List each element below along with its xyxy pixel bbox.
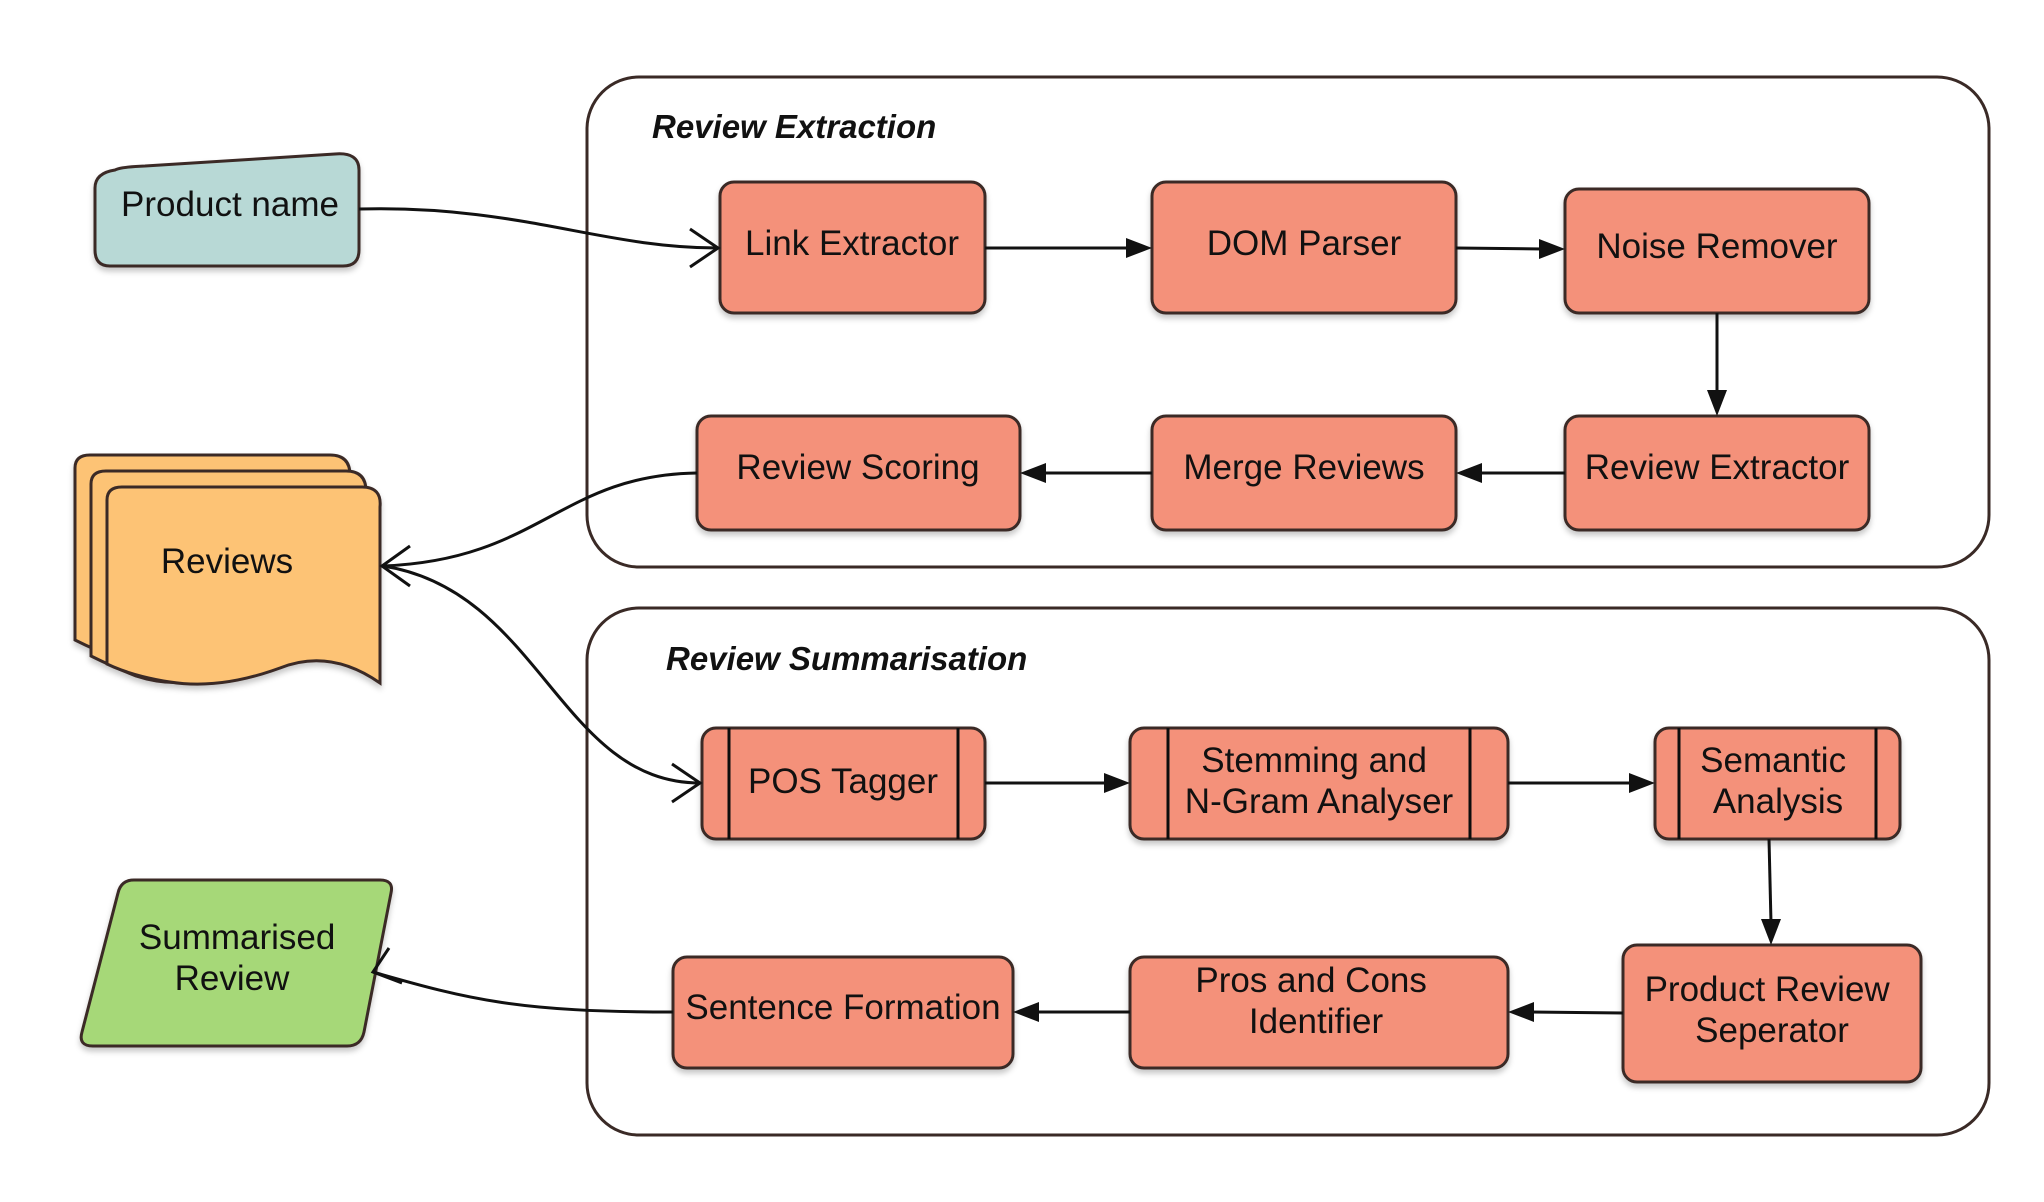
semantic-analysis-label: Semantic Analysis [1700,741,1856,821]
dom-parser-box [1150,180,1458,315]
stemming-ngram-label: Stemming and N-Gram Analyser [1185,741,1454,821]
edge-semantic-to-separator [1767,838,1773,924]
arrowhead-scoring [1020,463,1046,483]
product-name-label: Product name [121,185,339,224]
connectors [358,207,1781,1022]
link-extractor-label: Link Extractor [745,224,959,263]
review-scoring-label: Review Scoring [736,448,979,487]
reviews-document-stack [73,453,382,686]
arrowhead-stemming [1104,773,1130,793]
review-summarisation-group [585,606,1991,1137]
review-extraction-group [585,75,1991,569]
semantic-analysis-box [1653,726,1902,841]
arrowhead-extractor [1707,390,1727,416]
edge-reviews-to-pos [382,564,701,785]
pros-cons-identifier-label: Pros and Cons Identifier [1195,961,1436,1041]
sentence-formation-label: Sentence Formation [685,988,1000,1027]
pos-tagger-label: POS Tagger [748,762,938,801]
edge-separator-to-proscons [1529,1010,1624,1015]
arrowhead-pos-open [671,762,703,804]
arrowhead-noise [1539,239,1565,259]
product-review-separator-box [1621,943,1923,1084]
arrowhead-dom [1126,238,1152,258]
arrowhead-proscons [1508,1002,1534,1022]
summarised-review-output-shape [79,878,393,1048]
review-extractor-label: Review Extractor [1585,448,1850,487]
arrowhead-sentence [1013,1002,1039,1022]
summarised-review-label: Summarised Review [139,918,345,998]
arrowhead-merge [1456,463,1482,483]
arrowhead-semantic [1629,773,1655,793]
arrowhead-summary-open [370,947,403,985]
dom-parser-label: DOM Parser [1207,224,1402,263]
edge-sentence-to-summary [372,970,674,1014]
arrowhead-reviews-open [379,544,411,588]
review-extraction-title: Review Extraction [652,108,936,145]
noise-remover-label: Noise Remover [1596,227,1838,266]
arrowhead-separator [1761,919,1781,945]
reviews-label: Reviews [161,542,293,581]
merge-reviews-label: Merge Reviews [1183,448,1424,487]
review-summarisation-title: Review Summarisation [666,640,1027,677]
product-review-separator-label: Product Review Seperator [1645,970,1900,1050]
edge-dom-to-noise [1455,246,1544,251]
product-name-input-shape [93,152,361,268]
edge-scoring-to-reviews [382,471,698,568]
edge-product-to-link [358,207,719,250]
arrowhead-link-open [689,227,721,269]
